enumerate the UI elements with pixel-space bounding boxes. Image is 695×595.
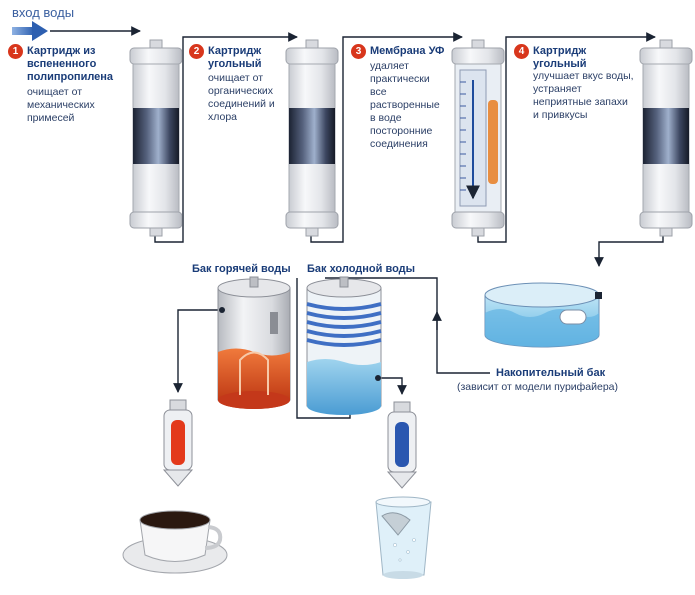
pipe-4-to-storage bbox=[594, 232, 664, 267]
hot-water-tank bbox=[217, 276, 291, 409]
cartridge-2 bbox=[285, 39, 339, 237]
hot-tank-label: Бак горячей воды bbox=[192, 263, 291, 275]
coffee-cup-icon bbox=[122, 510, 228, 574]
stage-2-badge: 2 bbox=[189, 44, 204, 59]
hot-tap bbox=[162, 399, 194, 487]
stage-3-title: Мембрана УФ bbox=[370, 45, 445, 57]
inlet-label: вход воды bbox=[12, 5, 75, 20]
storage-tank bbox=[484, 282, 602, 348]
pipe-1-to-2 bbox=[154, 32, 298, 243]
pipe-cold-out bbox=[380, 377, 407, 395]
cold-tap bbox=[386, 401, 418, 489]
cold-water-tank bbox=[306, 276, 382, 415]
storage-tank-label: Накопительный бак bbox=[496, 367, 606, 379]
water-glass-icon bbox=[375, 496, 432, 579]
cartridge-1 bbox=[129, 39, 183, 237]
cold-tank-label: Бак холодной воды bbox=[307, 263, 416, 275]
stage-3-badge: 3 bbox=[351, 44, 366, 59]
stage-4-badge: 4 bbox=[514, 44, 529, 59]
pipe-hot-out bbox=[173, 309, 222, 393]
storage-tank-note: (зависит от модели пурифайера) bbox=[457, 381, 619, 393]
inlet-arrow-icon bbox=[12, 21, 48, 41]
pipe-3-to-4 bbox=[477, 32, 656, 243]
stage-1-badge: 1 bbox=[8, 44, 23, 59]
membrane-uf bbox=[451, 39, 505, 237]
pipe-2-to-3 bbox=[310, 32, 463, 243]
cartridge-4 bbox=[639, 39, 693, 237]
